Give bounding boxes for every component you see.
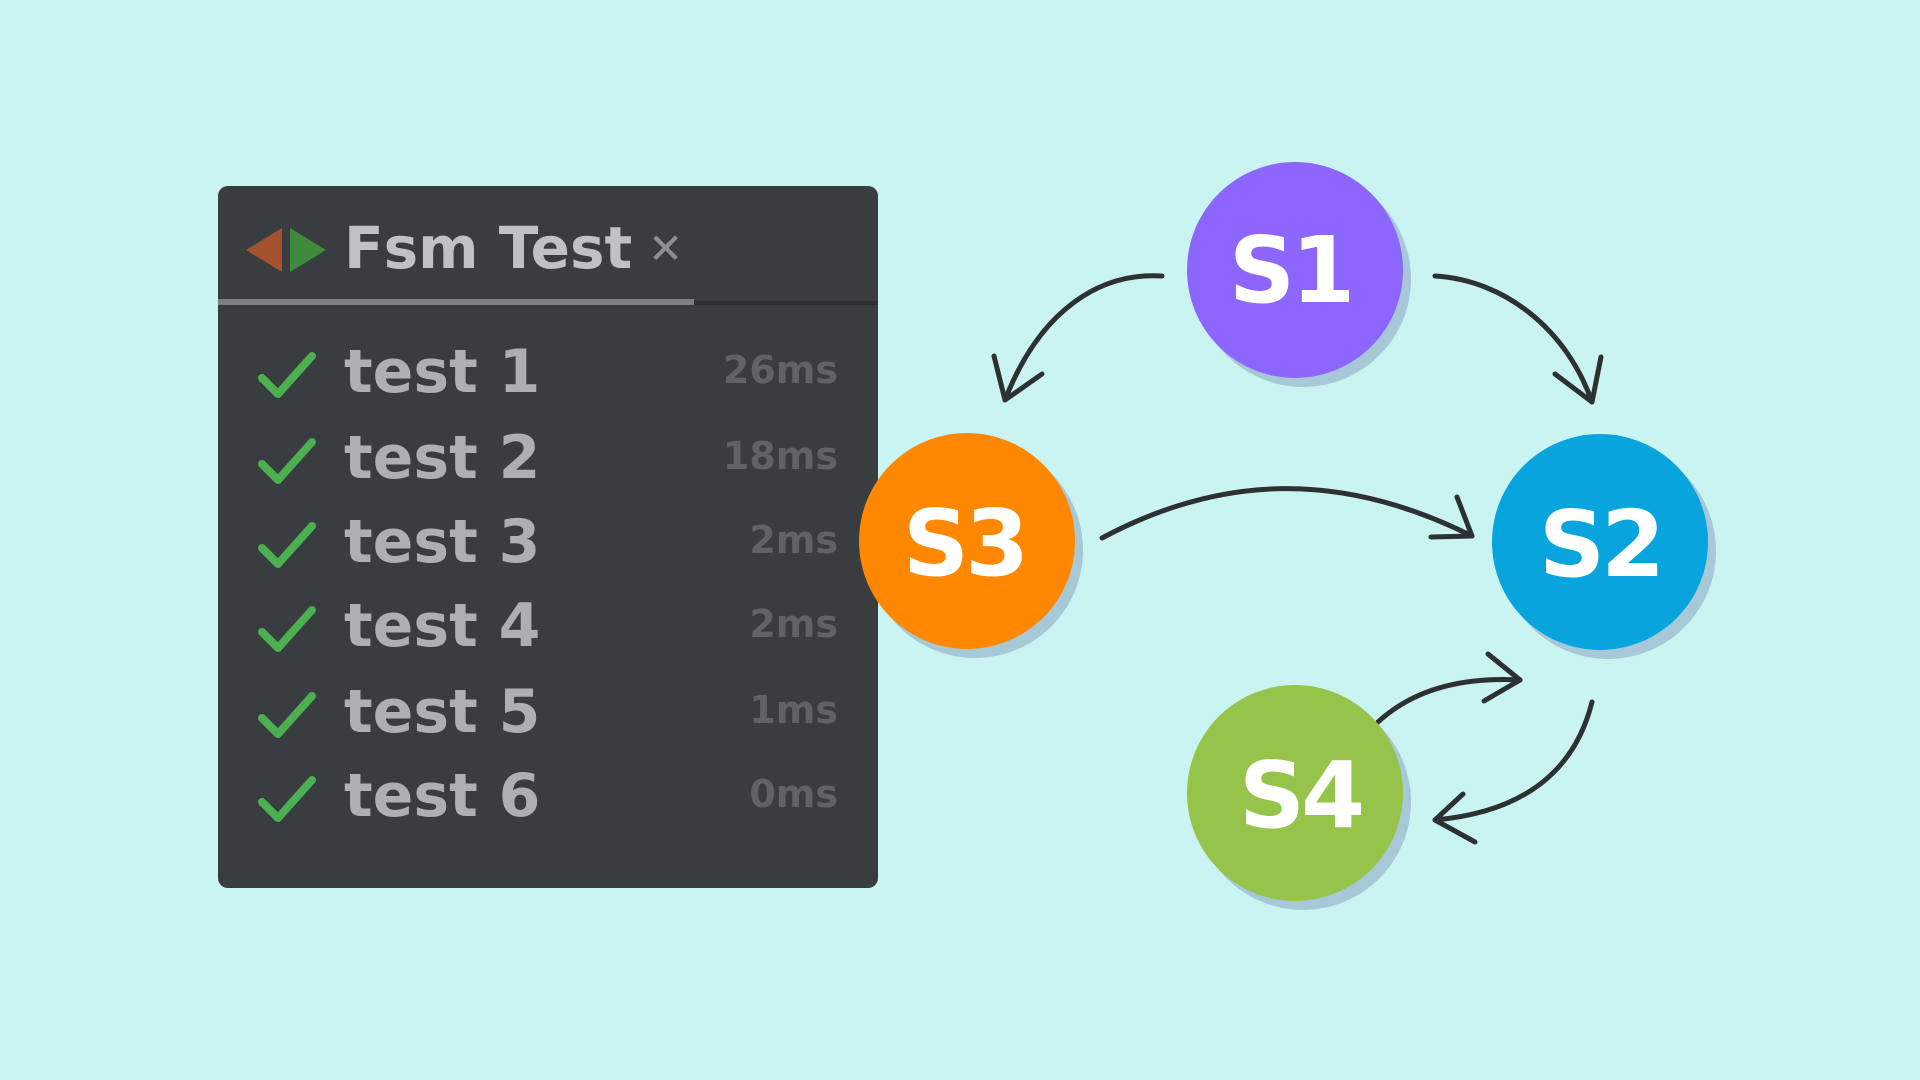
node-s1: S1 bbox=[1187, 162, 1411, 387]
check-icon bbox=[258, 438, 316, 484]
test-duration: 18ms bbox=[722, 434, 838, 478]
node-s4-circle bbox=[1187, 685, 1403, 901]
edge-s4-s2 bbox=[1375, 651, 1523, 725]
check-icon bbox=[258, 606, 316, 652]
test-name: test 1 bbox=[344, 337, 541, 407]
node-s4-label: S4 bbox=[1239, 742, 1361, 849]
node-s2-circle bbox=[1492, 434, 1708, 650]
test-row[interactable]: test 6 0ms bbox=[218, 760, 878, 844]
check-icon bbox=[258, 776, 316, 822]
node-s4: S4 bbox=[1187, 685, 1411, 910]
close-icon[interactable]: ✕ bbox=[648, 224, 684, 273]
test-row[interactable]: test 4 2ms bbox=[218, 590, 878, 674]
node-s2-label: S2 bbox=[1539, 491, 1661, 598]
test-name: test 2 bbox=[344, 423, 541, 493]
node-s1-label: S1 bbox=[1229, 217, 1351, 324]
run-rerun-icon[interactable] bbox=[246, 226, 328, 274]
edge-s1-s3 bbox=[991, 273, 1165, 403]
test-row[interactable]: test 3 2ms bbox=[218, 506, 878, 590]
tab-title[interactable]: Fsm Test bbox=[344, 214, 633, 282]
node-s3-label: S3 bbox=[903, 490, 1025, 597]
tab-bar: Fsm Test ✕ bbox=[218, 186, 878, 305]
test-name: test 5 bbox=[344, 677, 541, 747]
test-name: test 4 bbox=[344, 591, 541, 661]
edge-s1-s2 bbox=[1432, 273, 1604, 405]
test-duration: 2ms bbox=[749, 602, 838, 646]
node-s2: S2 bbox=[1492, 434, 1716, 659]
test-name: test 6 bbox=[344, 761, 541, 831]
check-icon bbox=[258, 692, 316, 738]
active-tab-underline bbox=[218, 299, 694, 305]
node-s3-circle bbox=[859, 433, 1075, 649]
test-duration: 0ms bbox=[749, 772, 838, 816]
edge-s3-s2 bbox=[1099, 486, 1475, 541]
node-s1-circle bbox=[1187, 162, 1403, 378]
test-duration: 26ms bbox=[722, 348, 838, 392]
edge-s2-s4 bbox=[1432, 699, 1595, 845]
test-row[interactable]: test 2 18ms bbox=[218, 422, 878, 506]
test-duration: 2ms bbox=[749, 518, 838, 562]
check-icon bbox=[258, 522, 316, 568]
test-duration: 1ms bbox=[749, 688, 838, 732]
node-s3: S3 bbox=[859, 433, 1083, 658]
check-icon bbox=[258, 352, 316, 398]
test-runner-panel: Fsm Test ✕ test 1 26ms test 2 18ms test … bbox=[218, 186, 878, 888]
test-name: test 3 bbox=[344, 507, 541, 577]
test-row[interactable]: test 1 26ms bbox=[218, 336, 878, 420]
test-row[interactable]: test 5 1ms bbox=[218, 676, 878, 760]
